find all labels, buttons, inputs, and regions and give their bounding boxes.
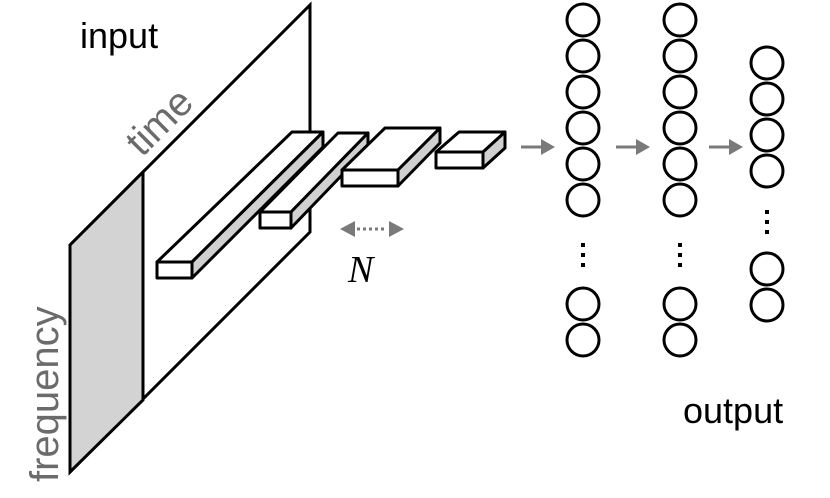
frequency-slice: [68, 168, 145, 476]
neuron-node: [565, 110, 601, 146]
arrow-to-fc1: [521, 139, 555, 155]
ellipsis-dot: [678, 243, 682, 247]
ellipsis-dot: [581, 263, 585, 267]
neuron-node: [749, 117, 785, 153]
neuron-node: [565, 322, 601, 358]
ellipsis-dot: [678, 263, 682, 267]
neuron-node: [749, 81, 785, 117]
input-label: input: [80, 15, 158, 56]
neuron-node: [565, 74, 601, 110]
neuron-node: [662, 74, 698, 110]
output-label: output: [683, 390, 783, 431]
conv-filter-3: [340, 126, 442, 188]
neuron-node: [662, 146, 698, 182]
neuron-node: [565, 286, 601, 322]
neuron-node: [749, 45, 785, 81]
neuron-node: [662, 110, 698, 146]
layer-out: [749, 45, 785, 323]
neuron-node: [749, 153, 785, 189]
ellipsis-dot: [765, 210, 769, 214]
neuron-node: [749, 287, 785, 323]
neuron-node: [662, 322, 698, 358]
neuron-node: [662, 182, 698, 218]
ellipsis-dot: [678, 253, 682, 257]
ellipsis-dot: [581, 253, 585, 257]
n-width-arrow: [340, 221, 404, 237]
neuron-node: [565, 182, 601, 218]
n-label: N: [347, 249, 376, 291]
frequency-label: frequency: [23, 306, 67, 482]
neuron-node: [662, 38, 698, 74]
neuron-node: [749, 251, 785, 287]
arrow-to-fc2: [616, 139, 650, 155]
neuron-node: [565, 146, 601, 182]
ellipsis-dot: [581, 243, 585, 247]
arrow-to-output: [709, 139, 743, 155]
ellipsis-dot: [765, 230, 769, 234]
neuron-node: [565, 2, 601, 38]
conv-filter-4: [434, 130, 507, 170]
layer-fc1: [565, 2, 601, 358]
layer-fc2: [662, 2, 698, 358]
neuron-layers: [565, 2, 785, 358]
neuron-node: [662, 286, 698, 322]
ellipsis-dot: [765, 220, 769, 224]
neuron-node: [662, 2, 698, 38]
neuron-node: [565, 38, 601, 74]
